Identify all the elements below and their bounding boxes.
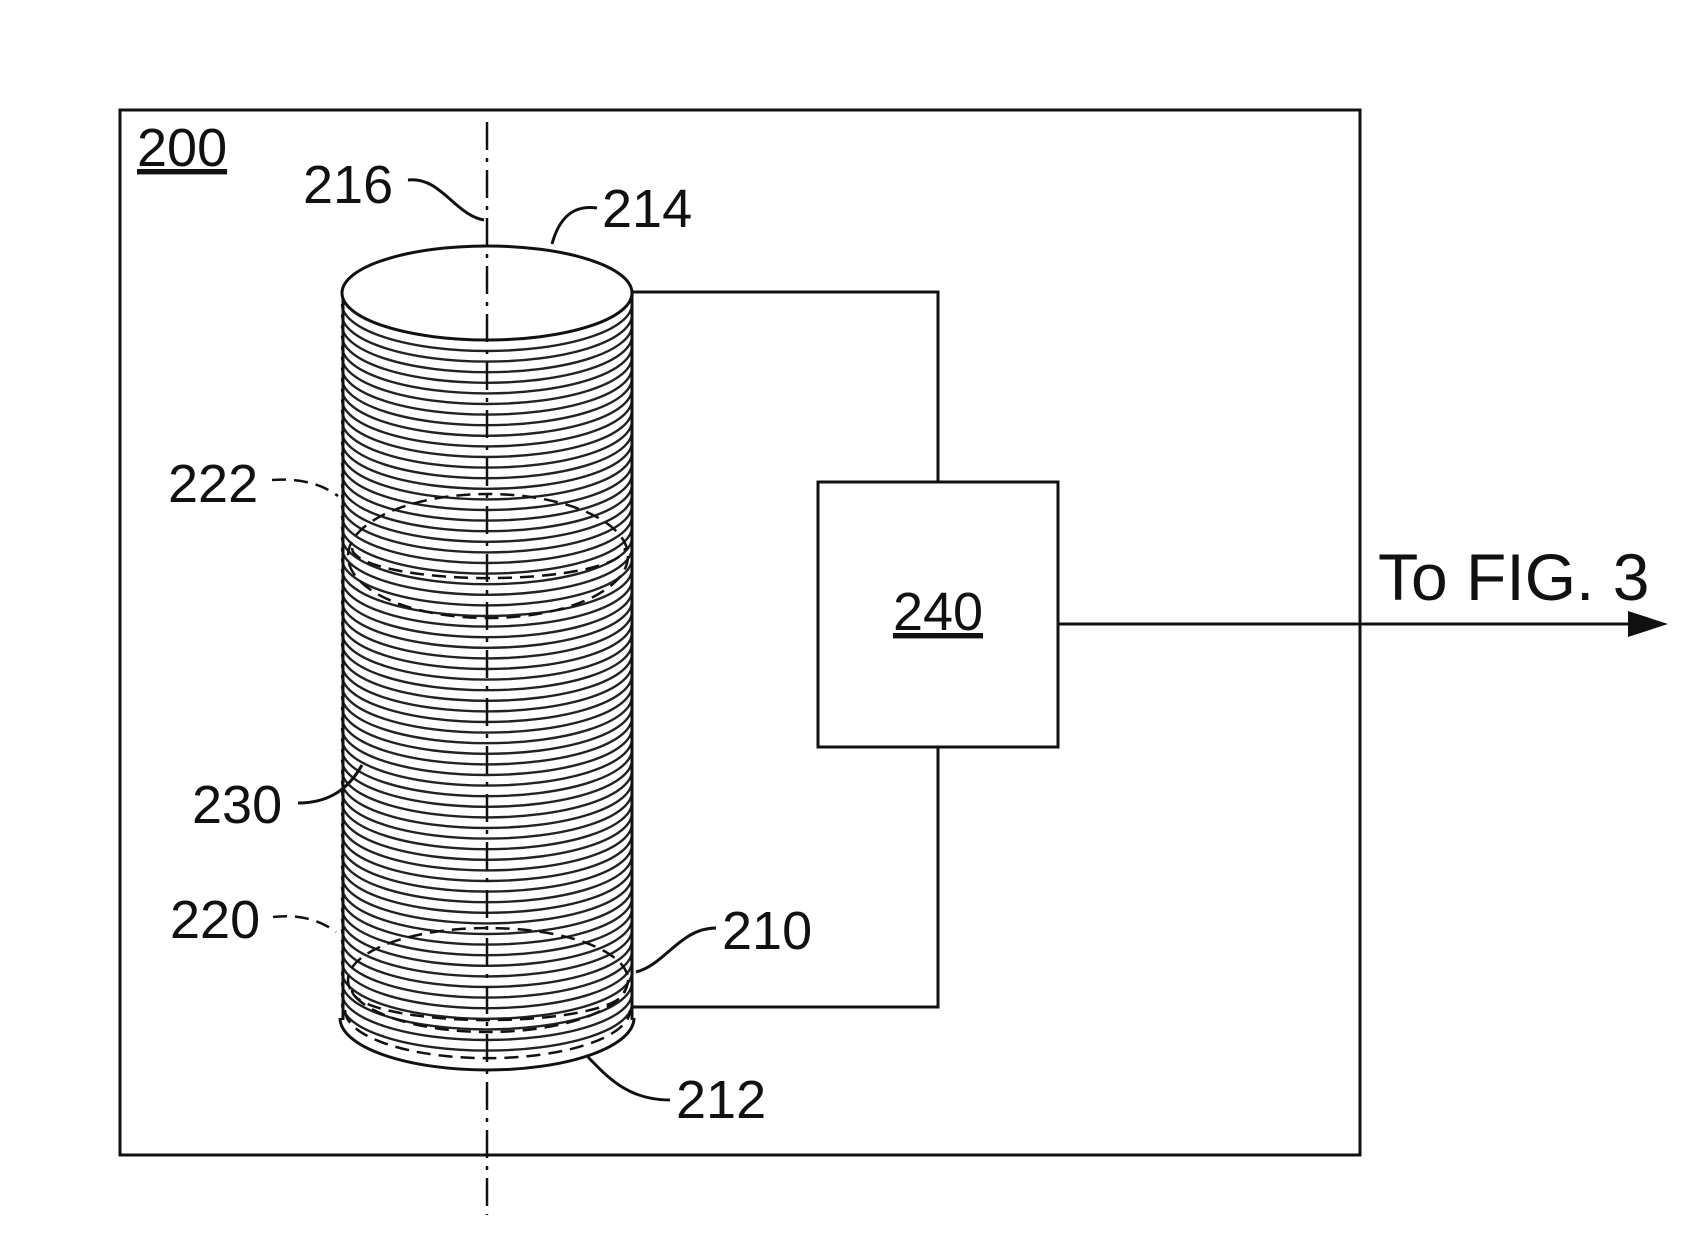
top-leader (552, 207, 597, 244)
arrow-label: To FIG. 3 (1378, 540, 1649, 614)
wire-bottom (632, 747, 938, 1007)
upper-dashed-label: 222 (168, 454, 258, 514)
system-boundary (120, 110, 1360, 1155)
upper-dashed-leader (272, 480, 338, 496)
system-label: 200 (137, 118, 227, 178)
axis-label: 216 (303, 155, 393, 215)
axis-leader (408, 180, 484, 220)
lower-dashed-disc-inner (352, 990, 625, 1020)
coil-end-label: 210 (722, 901, 812, 961)
coil-end-leader (636, 928, 716, 972)
bottom-leader (588, 1057, 670, 1100)
wire-top (632, 292, 938, 482)
lower-dashed-label: 220 (170, 890, 260, 950)
coil-label: 230 (192, 775, 282, 835)
output-arrow-head (1628, 611, 1668, 637)
bottom-label: 212 (676, 1070, 766, 1130)
box-label: 240 (893, 582, 983, 642)
top-label: 214 (602, 179, 692, 239)
lower-dashed-leader (273, 916, 336, 932)
